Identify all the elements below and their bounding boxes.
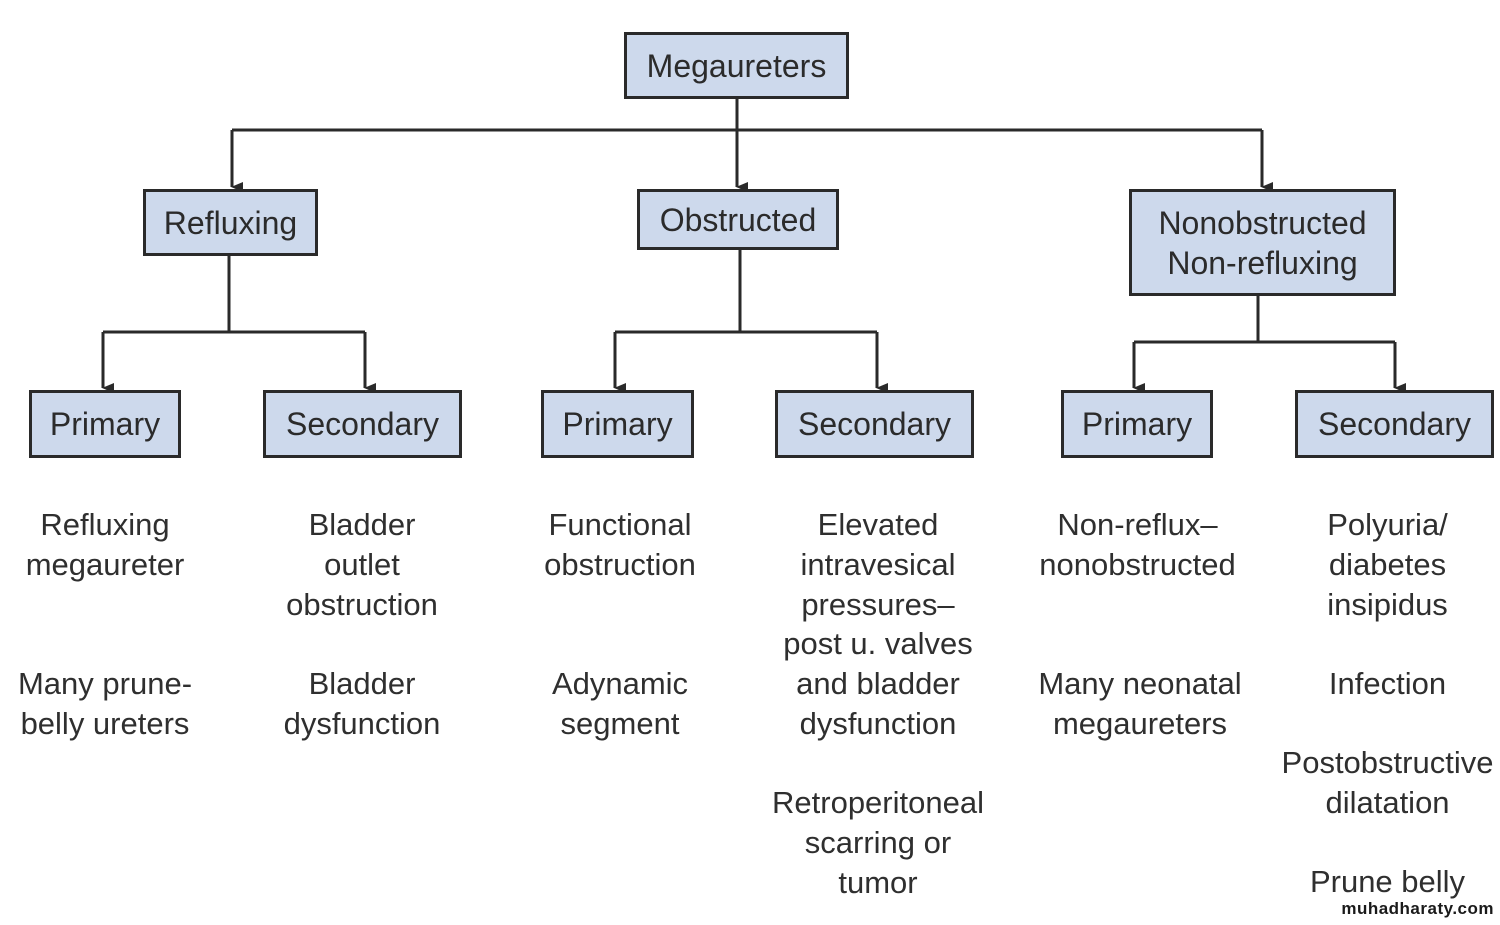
refluxing-secondary-note: Bladder dysfunction (283, 666, 441, 741)
nonobstructed-primary-note: Non-reflux– nonobstructed (1039, 507, 1236, 582)
nonobstructed-primary-note: Many neonatal megaureters (1038, 666, 1242, 741)
refluxing-primary-note: Refluxing megaureter (25, 507, 185, 582)
obstructed-primary-note: Adynamic segment (551, 666, 689, 741)
root-node: Megaureters (624, 32, 849, 99)
obstructed-secondary-note: Retroperitoneal scarring or tumor (772, 785, 984, 900)
nonobstructed-primary: Primary (1061, 390, 1213, 458)
obstructed-primary-note: Functional obstruction (544, 507, 696, 582)
nonobstructed-secondary-note: Postobstructive dilatation (1281, 745, 1494, 820)
refluxing-primary-note: Many prune- belly ureters (17, 666, 193, 741)
obstructed-secondary: Secondary (775, 390, 974, 458)
nonobstructed-secondary: Secondary (1295, 390, 1494, 458)
category-refluxing: Refluxing (143, 189, 318, 256)
watermark-text: muhadharaty.com (1341, 899, 1494, 918)
obstructed-secondary-note: Elevated intravesical pressures– post u.… (783, 507, 973, 741)
category-obstructed: Obstructed (637, 189, 839, 250)
nonobstructed-secondary-note: Infection (1328, 666, 1447, 701)
nonobstructed-secondary-note: Prune belly (1309, 864, 1466, 899)
refluxing-primary: Primary (29, 390, 181, 458)
refluxing-secondary: Secondary (263, 390, 462, 458)
obstructed-primary: Primary (541, 390, 694, 458)
category-nonobstructed-nonrefluxing: Nonobstructed Non-refluxing (1129, 189, 1396, 296)
nonobstructed-secondary-note: Polyuria/ diabetes insipidus (1327, 507, 1448, 622)
refluxing-secondary-note: Bladder outlet obstruction (286, 507, 438, 622)
